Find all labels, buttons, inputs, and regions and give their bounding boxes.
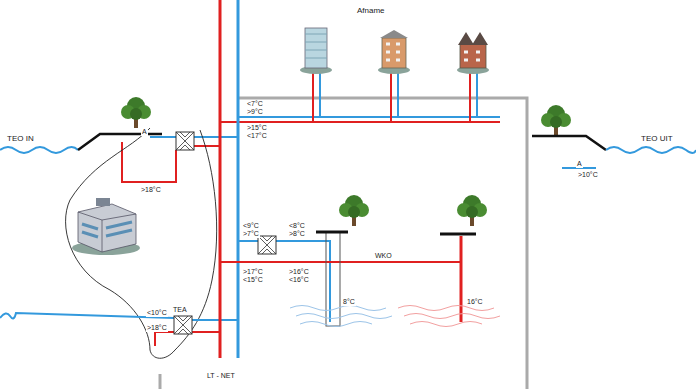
system-label: TEA xyxy=(172,306,188,314)
point-label: A xyxy=(576,160,583,168)
temperature-label: >16°C xyxy=(288,268,310,276)
temperature-label: <9°C xyxy=(242,222,260,230)
temperature-label: >18°C xyxy=(140,186,162,194)
water-label: TEO IN xyxy=(6,134,35,143)
temperature-label: >8°C xyxy=(288,230,306,238)
temperature-label: >9°C xyxy=(246,108,264,116)
temperature-label: <16°C xyxy=(288,276,310,284)
temperature-label: >18°C xyxy=(146,324,168,332)
temperature-label: >15°C xyxy=(246,124,268,132)
title-label: Afname xyxy=(356,6,386,15)
temperature-label: <15°C xyxy=(242,276,264,284)
temperature-label: >10°C xyxy=(577,171,599,179)
system-label: WKO xyxy=(374,252,393,260)
temperature-label: >17°C xyxy=(242,268,264,276)
network-label: LT - NET xyxy=(206,372,236,380)
temperature-label: <10°C xyxy=(146,309,168,317)
point-label: A xyxy=(141,128,148,136)
temperature-label: >7°C xyxy=(242,230,260,238)
temperature-label: <17°C xyxy=(246,132,268,140)
temperature-label: <7°C xyxy=(246,100,264,108)
temperature-label: 8°C xyxy=(342,298,356,306)
temperature-label: <8°C xyxy=(288,222,306,230)
temperature-label: 16°C xyxy=(466,298,484,306)
water-label: TEO UIT xyxy=(640,134,674,143)
